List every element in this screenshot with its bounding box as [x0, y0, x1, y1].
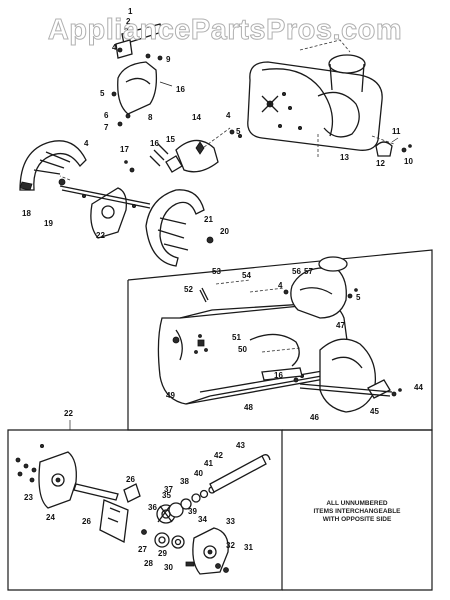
callout-28: 28	[144, 559, 153, 568]
callout-46: 46	[310, 413, 319, 422]
callout-48: 48	[244, 403, 253, 412]
interchangeable-note: ALL UNNUMBERED ITEMS INTERCHANGEABLE WIT…	[292, 500, 422, 524]
callout-2: 2	[126, 17, 131, 26]
callout-35: 35	[162, 491, 171, 500]
callout-19: 19	[44, 219, 53, 228]
callout-9: 9	[166, 55, 171, 64]
callout-36: 36	[148, 503, 157, 512]
callout-26b: 26	[82, 517, 91, 526]
callout-1: 1	[128, 7, 133, 16]
callout-56: 56	[292, 267, 301, 276]
callout-15: 15	[166, 135, 175, 144]
callout-38: 38	[180, 477, 189, 486]
callout-13: 13	[340, 153, 349, 162]
callout-50: 50	[238, 345, 247, 354]
callout-53: 53	[212, 267, 221, 276]
note-line-3: WITH OPPOSITE SIDE	[322, 516, 392, 523]
callout-44: 44	[414, 383, 423, 392]
callout-4c: 4	[226, 111, 231, 120]
auger-housing-detail-box	[127, 249, 433, 431]
callout-4d: 4	[278, 281, 283, 290]
callout-labels: 1 2 3 4 5 6 7 8 9 16 4 17 16 15 14 4 5 1…	[22, 7, 423, 572]
callout-26a: 26	[126, 475, 135, 484]
callout-10: 10	[404, 157, 413, 166]
callout-40: 40	[194, 469, 203, 478]
callout-37: 37	[164, 485, 173, 494]
callout-4b: 4	[84, 139, 89, 148]
callout-16b: 16	[150, 139, 159, 148]
callout-22b: 22	[64, 409, 73, 418]
callout-24: 24	[46, 513, 55, 522]
callout-49: 49	[166, 391, 175, 400]
callout-5b: 5	[236, 127, 241, 136]
callout-17: 17	[120, 145, 129, 154]
callout-34: 34	[198, 515, 207, 524]
callout-52: 52	[184, 285, 193, 294]
callout-42: 42	[214, 451, 223, 460]
note-line-2: ITEMS INTERCHANGEABLE	[313, 508, 401, 515]
callout-12: 12	[376, 159, 385, 168]
note-line-1: ALL UNNUMBERED	[326, 500, 388, 507]
callout-21: 21	[204, 215, 213, 224]
callout-11: 11	[392, 127, 401, 136]
callout-5: 5	[100, 89, 105, 98]
callout-30: 30	[164, 563, 173, 572]
callout-3: 3	[124, 27, 129, 36]
callout-39: 39	[188, 507, 197, 516]
callout-47: 47	[336, 321, 345, 330]
watermark: AppliancePartsPros.com	[47, 14, 403, 47]
callout-6: 6	[104, 111, 109, 120]
upper-auger-housing-assembly	[19, 23, 412, 267]
callout-16a: 16	[176, 85, 185, 94]
callout-8: 8	[148, 113, 153, 122]
callout-33: 33	[226, 517, 235, 526]
callout-31: 31	[244, 543, 253, 552]
callout-14: 14	[192, 113, 201, 122]
callout-41: 41	[204, 459, 213, 468]
callout-22a: 22	[96, 231, 105, 240]
callout-32: 32	[226, 541, 235, 550]
callout-45: 45	[370, 407, 379, 416]
callout-27: 27	[138, 545, 147, 554]
callout-54: 54	[242, 271, 251, 280]
note-box-frame	[282, 429, 433, 591]
callout-5c: 5	[356, 293, 361, 302]
callout-29: 29	[158, 549, 167, 558]
callout-23: 23	[24, 493, 33, 502]
callout-43: 43	[236, 441, 245, 450]
callout-20: 20	[220, 227, 229, 236]
callout-57: 57	[304, 267, 313, 276]
callout-7: 7	[104, 123, 109, 132]
callout-51: 51	[232, 333, 241, 342]
callout-4: 4	[112, 43, 117, 52]
callout-18: 18	[22, 209, 31, 218]
callout-16c: 16	[274, 371, 283, 380]
